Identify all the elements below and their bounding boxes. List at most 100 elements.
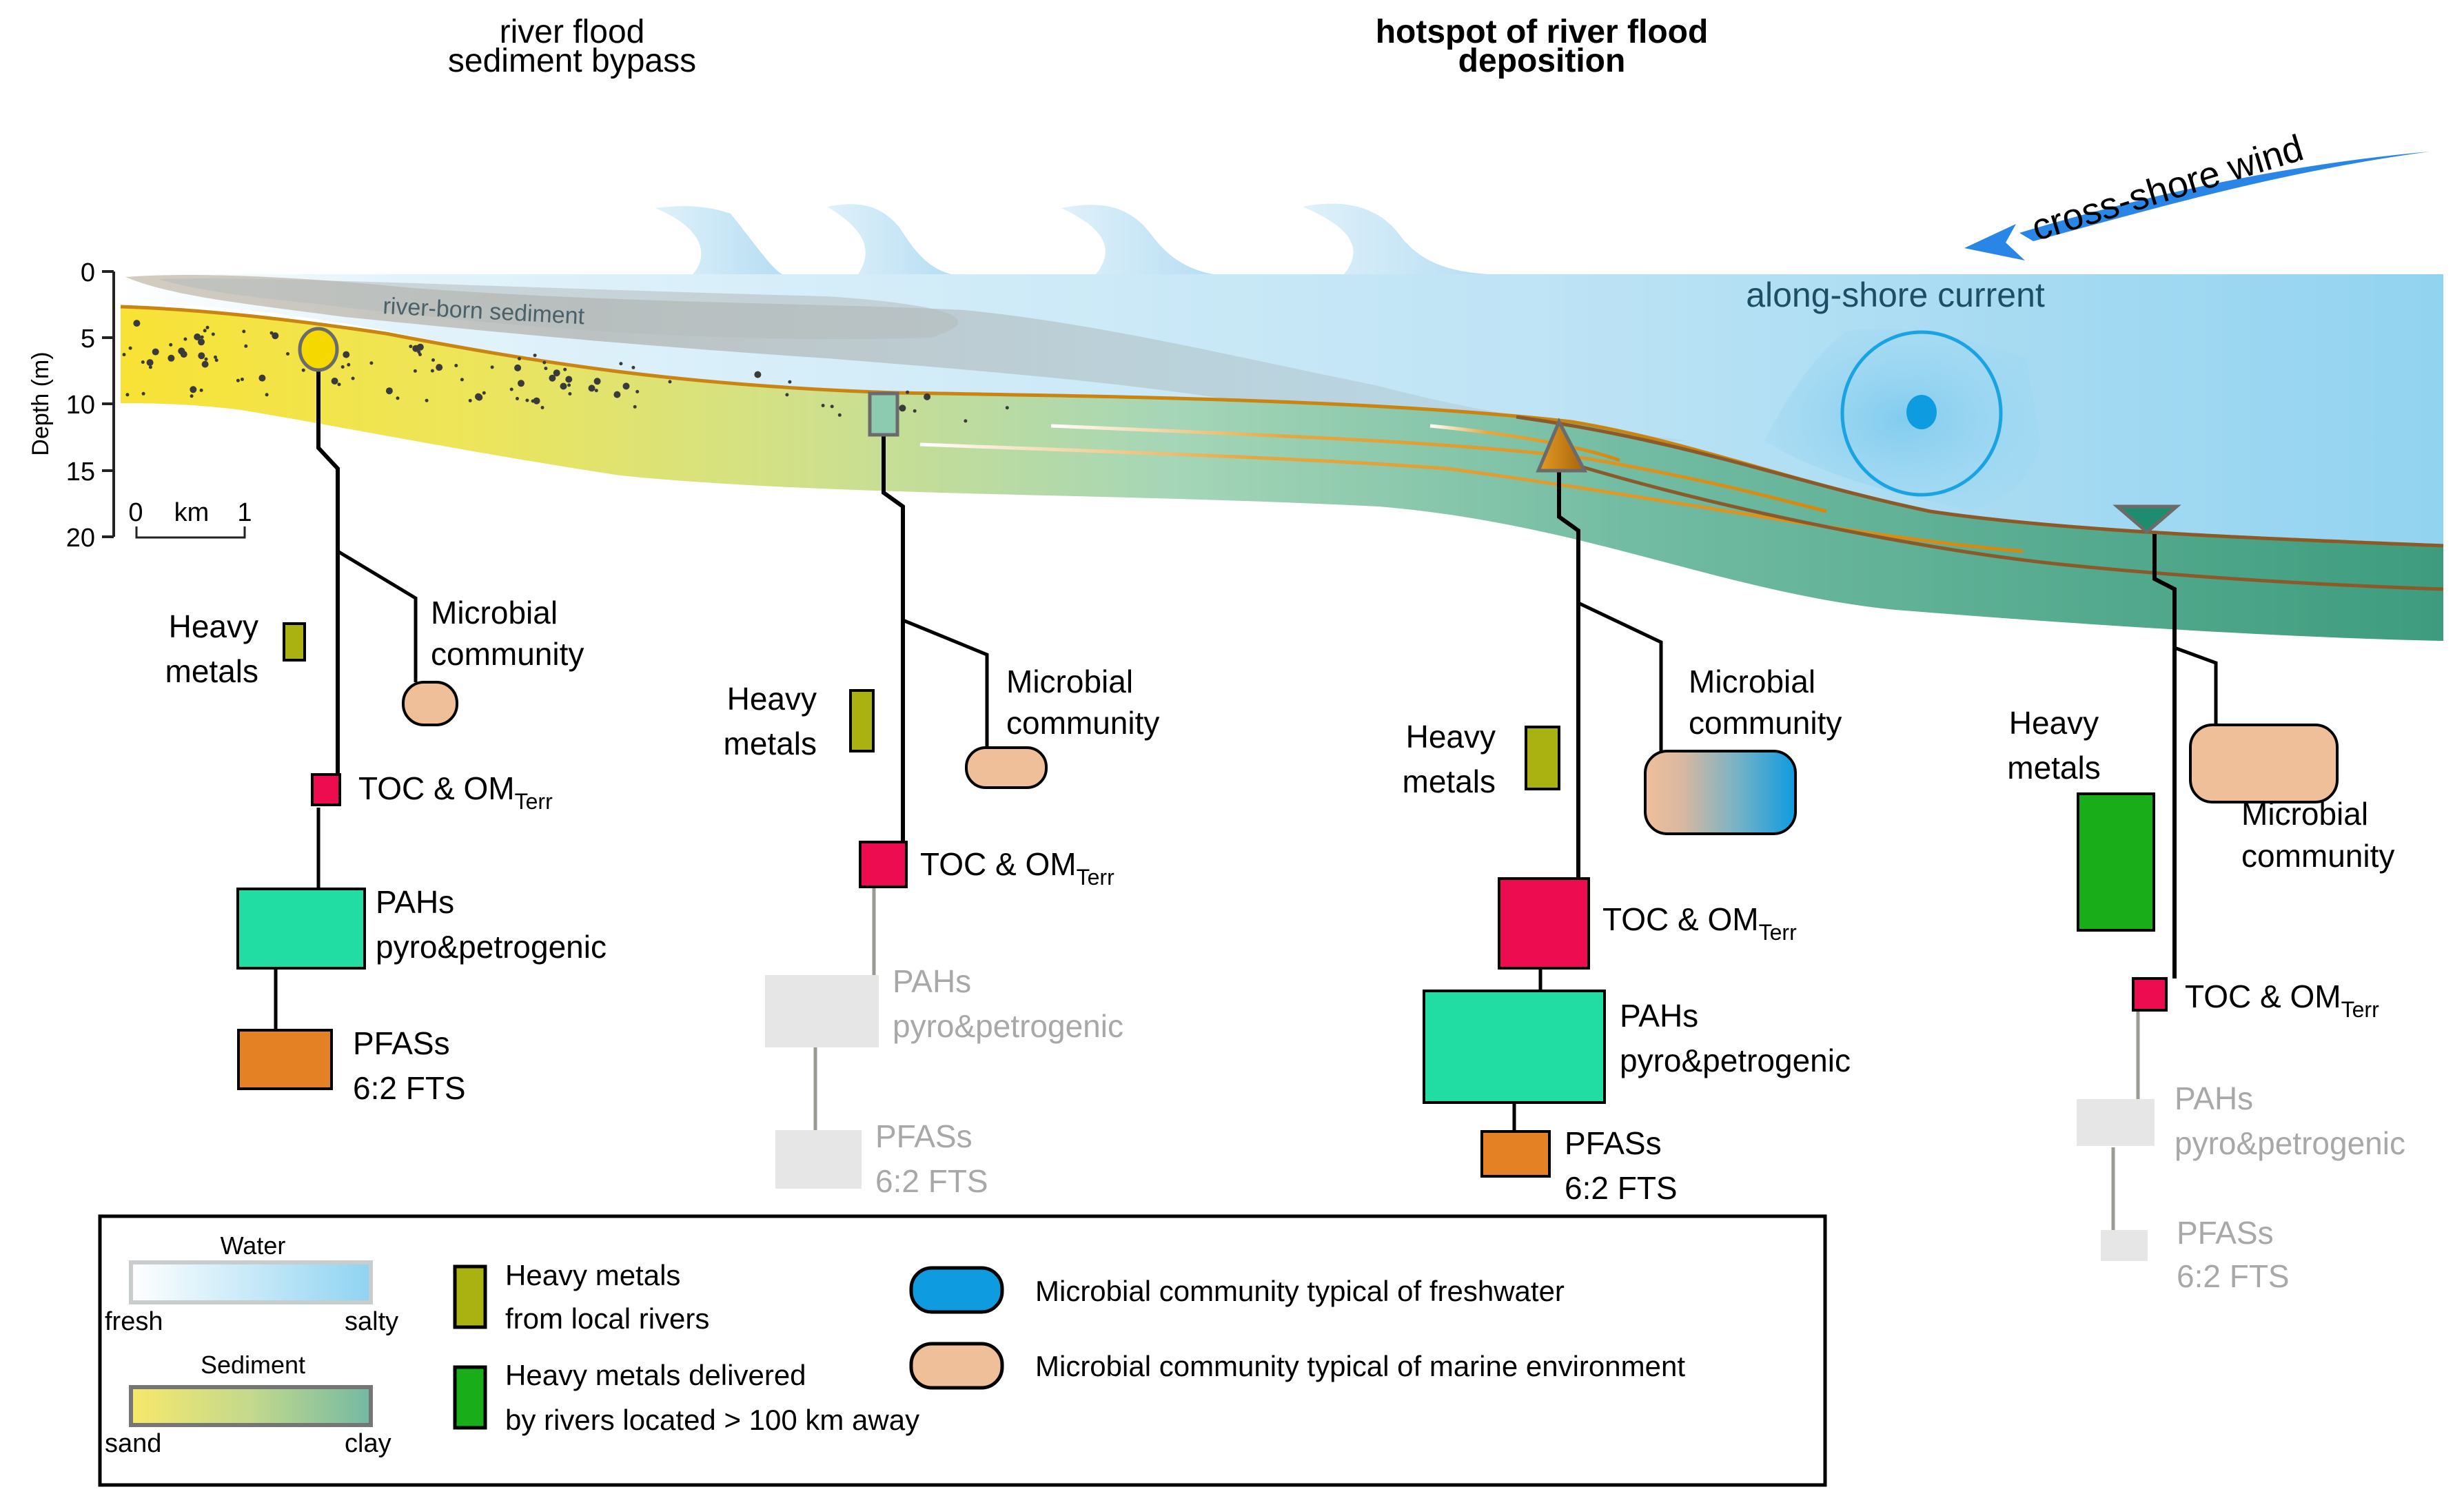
sand-grain	[198, 352, 205, 360]
station-2-pfas-label-2: 6:2 FTS	[875, 1163, 988, 1199]
legend-sediment-sand: sand	[105, 1429, 161, 1458]
station-1-microbial-marine	[402, 681, 458, 726]
sand-grain	[837, 413, 842, 417]
station-4-toc-label: TOC & OMTerr	[2185, 978, 2379, 1022]
station-2-pfas-label-1: PFASs	[875, 1118, 973, 1154]
sand-grain	[183, 337, 187, 341]
station-4-heavy-metals-bar	[2077, 792, 2155, 932]
seafloor-line-offshore	[1516, 415, 2444, 548]
station-3-heavy-metals-label-1: Heavy	[1406, 719, 1496, 755]
along-shore-current-label: along-shore current	[1746, 276, 2045, 314]
depth-tick-0: 0	[81, 258, 95, 287]
station-4-pahs-label-1: PAHs	[2175, 1080, 2253, 1116]
sand-grain	[199, 388, 203, 392]
river-born-sediment-plume	[125, 275, 1689, 441]
sand-grain	[200, 335, 204, 339]
sand-grain	[476, 393, 483, 401]
station-3-pahs-label-2: pyro&petrogenic	[1620, 1043, 1851, 1078]
sand-grain	[924, 393, 931, 400]
station-4-toc-box	[2132, 977, 2168, 1012]
sand-grain	[785, 393, 789, 397]
station-4-heavy-metals-label-1: Heavy	[2009, 705, 2099, 741]
sand-grain	[821, 404, 825, 407]
sand-grain	[425, 398, 429, 402]
depth-tick-20: 20	[66, 524, 95, 553]
station-3	[1423, 418, 1797, 1178]
sand-grain	[431, 358, 435, 362]
sand-grain	[369, 361, 374, 365]
station-2-marker-square	[868, 391, 899, 437]
station-1-toc-label: TOC & OMTerr	[358, 770, 553, 814]
sand-grain	[242, 329, 246, 334]
sand-grain	[141, 391, 145, 396]
station-3-microbial-label-1: Microbial	[1689, 664, 1815, 699]
legend-heavy-metals-local-swatch	[453, 1264, 487, 1329]
sand-grain	[635, 389, 640, 393]
sand-grain	[345, 352, 348, 356]
legend-microbial-marine-label: Microbial community typical of marine en…	[1035, 1350, 1685, 1382]
sand-grain	[412, 345, 420, 352]
sand-grain	[542, 360, 547, 365]
legend-sediment-title: Sediment	[201, 1351, 305, 1379]
sand-grain	[518, 380, 525, 387]
sand-grain	[141, 360, 145, 364]
sand-grain	[668, 380, 672, 384]
along-shore-current-eddy	[1764, 329, 2040, 510]
sand-grain	[468, 398, 472, 402]
station-1-microbial-label-2: community	[431, 636, 584, 672]
legend: Water fresh salty Sediment sand clay Hea…	[98, 1214, 1827, 1487]
station-3-toc-label: TOC & OMTerr	[1602, 901, 1797, 945]
legend-microbial-marine-swatch	[909, 1342, 1004, 1390]
sand-grain	[169, 342, 173, 347]
legend-water-title: Water	[221, 1231, 286, 1260]
station-4-pfas-label-1: PFASs	[2177, 1215, 2274, 1251]
sand-grain	[437, 365, 441, 369]
scale-bar-unit: km	[174, 498, 210, 527]
sand-grain	[198, 338, 205, 346]
legend-sediment-gradient	[129, 1385, 373, 1427]
station-3-pahs-box	[1423, 990, 1606, 1104]
station-3-heavy-metals-label-2: metals	[1403, 764, 1496, 799]
station-1-toc-box	[311, 773, 341, 806]
station-3-toc-box	[1498, 877, 1590, 970]
sand-grain	[258, 374, 266, 382]
sand-grain	[351, 376, 355, 380]
sand-grain	[540, 406, 544, 409]
sand-grain	[544, 367, 548, 371]
sand-grain	[553, 369, 560, 377]
sand-grain	[518, 357, 521, 360]
sand-grains	[122, 320, 1009, 423]
sand-grain	[525, 398, 529, 402]
sand-grain	[417, 350, 421, 354]
title-bypass-line-2: sediment bypass	[448, 43, 696, 79]
scale-bar-end: 1	[237, 498, 252, 527]
sand-grain	[567, 383, 571, 387]
sand-grain	[409, 345, 413, 349]
sand-grain	[148, 365, 152, 369]
station-2	[765, 391, 1048, 1189]
station-2-pfas-box-absent	[775, 1130, 862, 1189]
legend-water-fresh: fresh	[105, 1307, 163, 1336]
sand-grain	[563, 367, 567, 371]
station-1-microbial-label-1: Microbial	[431, 595, 558, 631]
sand-grain	[211, 332, 215, 336]
sand-grain	[331, 378, 338, 385]
station-4-marker-triangle-down	[2112, 504, 2181, 535]
station-1-pahs-box	[236, 888, 366, 970]
sand-grain	[201, 360, 209, 368]
station-2-toc-label: TOC & OMTerr	[920, 846, 1114, 890]
station-2-pahs-label-1: PAHs	[893, 963, 971, 999]
sand-grain	[549, 374, 556, 382]
sand-grain	[454, 364, 458, 367]
sand-grain	[613, 391, 621, 398]
sand-grain	[565, 376, 573, 383]
station-1-pahs-label-2: pyro&petrogenic	[376, 929, 607, 965]
depth-tick-15: 15	[66, 458, 95, 486]
sand-grain	[631, 365, 635, 369]
station-4-heavy-metals-label-2: metals	[2007, 750, 2100, 786]
station-2-toc-box	[859, 841, 908, 888]
station-2-heavy-metals-label-1: Heavy	[727, 681, 817, 717]
legend-water-gradient	[129, 1260, 373, 1304]
sand-grain	[214, 358, 218, 362]
sand-grain	[340, 365, 345, 369]
